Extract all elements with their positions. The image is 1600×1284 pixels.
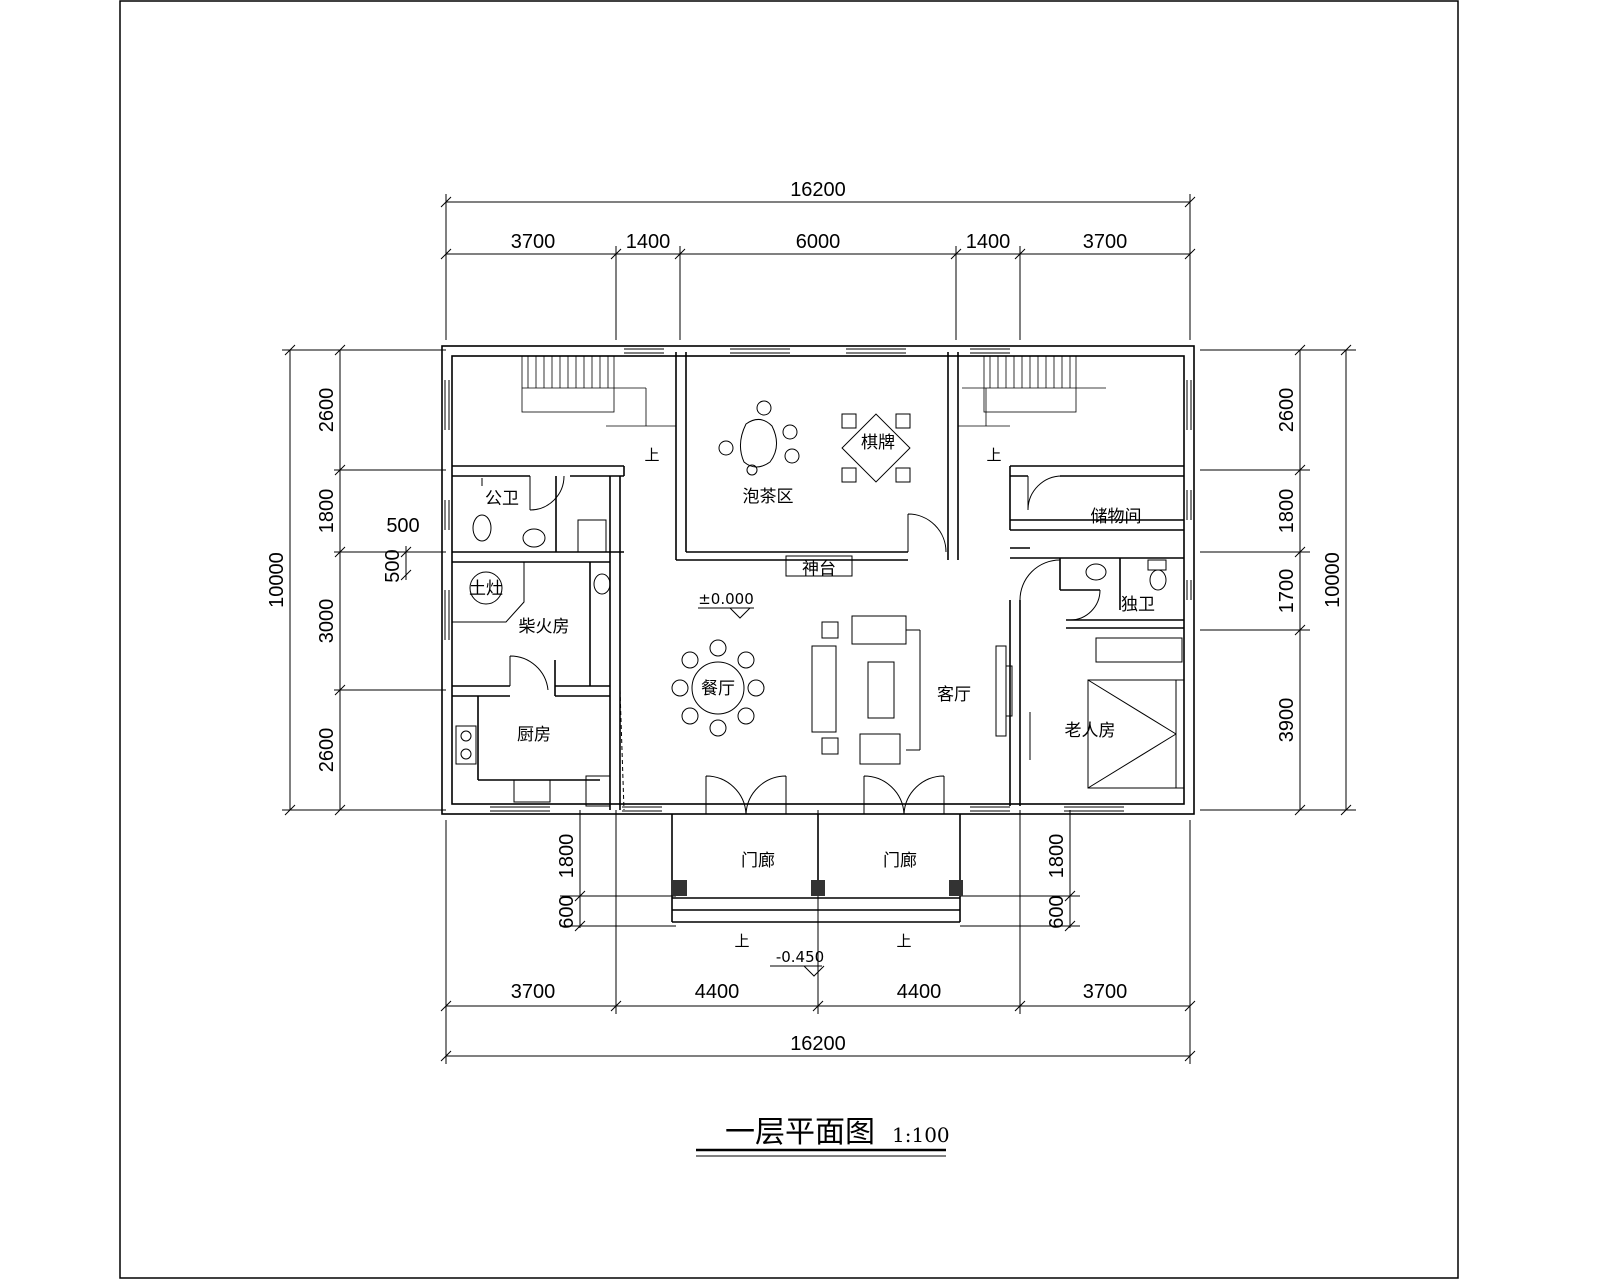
dim-bottom-3: 4400 (897, 981, 942, 1003)
dim-top-3: 6000 (796, 231, 841, 253)
dim-left-total: 10000 (266, 552, 288, 608)
windows (444, 348, 1192, 812)
dim-right-1: 2600 (1276, 388, 1298, 433)
label-porch-left: 门廊 (741, 851, 775, 871)
walls (441, 345, 1195, 923)
sheet-border (119, 0, 1459, 1279)
label-kitchen: 厨房 (517, 725, 551, 745)
dim-500-a: 500 (386, 515, 419, 537)
room-labels: 泡茶区 棋牌 公卫 储物间 神台 土灶 柴火房 独卫 餐厅 客厅 老人房 厨房 … (469, 433, 1155, 871)
dim-left-4: 2600 (316, 728, 338, 773)
dim-porch-left-1: 1800 (556, 834, 578, 879)
dim-right-2: 1800 (1276, 489, 1298, 534)
label-dining: 餐厅 (701, 679, 735, 699)
label-shrine: 神台 (802, 559, 836, 579)
label-up-right: 上 (986, 446, 1001, 464)
label-private-wc: 独卫 (1121, 595, 1155, 615)
dim-left-1: 2600 (316, 388, 338, 433)
label-living: 客厅 (937, 685, 971, 705)
dim-porch-left-2: 600 (556, 895, 578, 928)
dim-top-4: 1400 (966, 231, 1011, 253)
label-step-left: 上 (734, 932, 749, 950)
dimension-labels: 16200 3700 1400 6000 1400 3700 3700 4400… (266, 179, 1344, 1055)
dim-left-3: 3000 (316, 599, 338, 644)
label-firewood-room: 柴火房 (519, 617, 570, 637)
dim-right-3: 1700 (1276, 569, 1298, 614)
dim-bottom-1: 3700 (511, 981, 556, 1003)
dim-right-4: 3900 (1276, 698, 1298, 743)
dim-bottom-total: 16200 (790, 1033, 846, 1055)
label-outside-level: -0.450 (776, 948, 824, 966)
drawing-scale: 1:100 (892, 1123, 950, 1147)
level-markers (698, 607, 825, 977)
label-up-left: 上 (644, 446, 659, 464)
doors (509, 475, 1101, 815)
drawing-title: 一层平面图 (725, 1115, 875, 1150)
label-elder-room: 老人房 (1065, 721, 1116, 741)
label-tea-area: 泡茶区 (743, 487, 794, 507)
dim-top-5: 3700 (1083, 231, 1128, 253)
furniture (452, 400, 1185, 807)
dim-top-2: 1400 (626, 231, 671, 253)
dim-top-total: 16200 (790, 179, 846, 201)
porch-columns (673, 880, 963, 896)
label-step-right: 上 (896, 932, 911, 950)
label-porch-right: 门廊 (883, 851, 917, 871)
dim-porch-right-1: 1800 (1046, 834, 1068, 879)
dim-bottom-4: 3700 (1083, 981, 1128, 1003)
label-chess: 棋牌 (861, 433, 895, 453)
label-stove: 土灶 (469, 579, 503, 599)
dim-top-1: 3700 (511, 231, 556, 253)
level-labels: ±0.000 -0.450 (698, 590, 824, 966)
dim-500-b: 500 (382, 549, 404, 582)
dim-right-total: 10000 (1322, 552, 1344, 608)
label-public-wc: 公卫 (485, 489, 519, 509)
dim-porch-right-2: 600 (1046, 895, 1068, 928)
dimension-lines (282, 194, 1356, 1064)
stairs (521, 355, 1106, 427)
dim-bottom-2: 4400 (695, 981, 740, 1003)
stair-labels: 上 上 上 上 (644, 446, 1001, 950)
dim-left-2: 1800 (316, 489, 338, 534)
label-storage: 储物间 (1091, 507, 1142, 527)
drawing-title-block: 一层平面图 1:100 (696, 1115, 950, 1157)
label-floor-level: ±0.000 (698, 590, 754, 608)
